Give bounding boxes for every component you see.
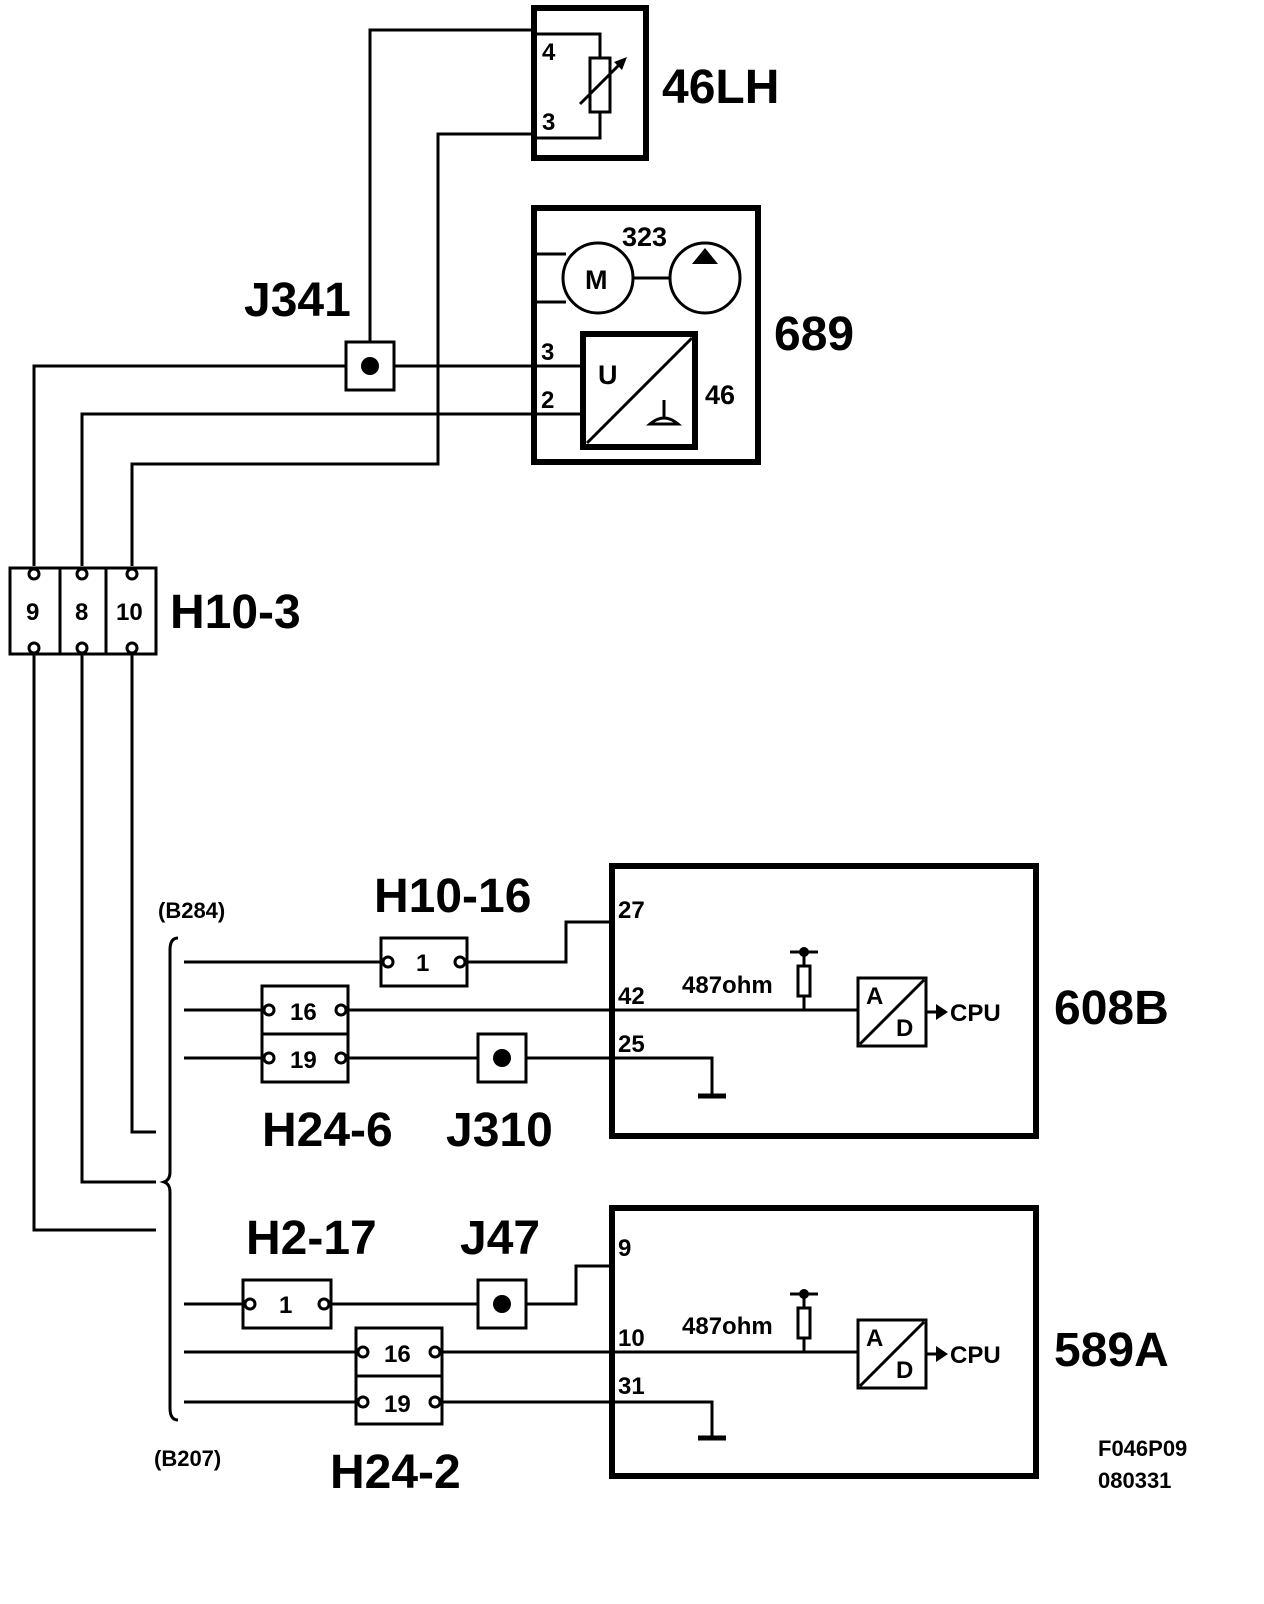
- connector-h24-6: 16 19 H24-6: [184, 984, 612, 1157]
- pump-unit-689: M 323 U 3 2 46 689: [531, 205, 854, 465]
- connector-h24-2: 16 19 H24-2: [184, 1326, 612, 1499]
- pump-unit-pin-3: 3: [541, 339, 554, 366]
- pump-unit-sub-label: 323: [622, 222, 667, 252]
- junction-j310: J310: [446, 1032, 612, 1157]
- connector-h24-2-label: H24-2: [330, 1446, 461, 1499]
- float-icon: [645, 416, 683, 426]
- converter-label: U: [598, 360, 618, 390]
- ecu-608b-pin-25: 25: [618, 1031, 645, 1058]
- ecu-608b-adc-a: A: [866, 983, 883, 1010]
- junction-j341-label: J341: [244, 274, 351, 327]
- connector-h2-17-pin: 1: [279, 1292, 292, 1319]
- harness-bottom-label: (B207): [154, 1446, 221, 1471]
- connector-h24-2-pin-19: 19: [384, 1391, 411, 1418]
- junction-j341: J341: [244, 274, 396, 392]
- level-converter: [580, 331, 698, 450]
- ecu-589a-label: 589A: [1054, 1324, 1169, 1377]
- connector-h10-3-label: H10-3: [170, 586, 301, 639]
- ecu-608b-cpu-label: CPU: [950, 1000, 1001, 1027]
- ecu-589a-adc-a: A: [866, 1325, 883, 1352]
- junction-j310-label: J310: [446, 1104, 553, 1157]
- pump-unit-label: 689: [774, 308, 854, 361]
- pump-icon: [668, 241, 742, 315]
- connector-h24-6-pin-19: 19: [290, 1047, 317, 1074]
- motor-label: M: [585, 265, 608, 295]
- connector-h10-3-pin-10: 10: [116, 599, 143, 626]
- ecu-608b-resistor-label: 487ohm: [682, 972, 773, 999]
- connector-h24-2-pin-16: 16: [384, 1341, 411, 1368]
- ecu-589a-pin-31: 31: [618, 1373, 645, 1400]
- ecu-589a: 9 10 31 487ohm A D CPU 589A: [609, 1205, 1169, 1479]
- ecu-589a-pin-10: 10: [618, 1325, 645, 1352]
- ecu-608b-adc-d: D: [896, 1015, 913, 1042]
- harness-bracket: (B284) (B207): [154, 898, 225, 1471]
- connector-h2-17: 1 H2-17: [184, 1212, 478, 1330]
- connector-h2-17-label: H2-17: [246, 1212, 377, 1265]
- ecu-608b-pin-27: 27: [618, 897, 645, 924]
- resistor-icon: [796, 1306, 812, 1340]
- harness-feed-wires: [32, 654, 156, 1232]
- ecu-589a-cpu-label: CPU: [950, 1342, 1001, 1369]
- ecu-608b-label: 608B: [1054, 982, 1169, 1035]
- connector-h10-16-label: H10-16: [374, 870, 531, 923]
- connector-h24-6-pin-16: 16: [290, 999, 317, 1026]
- pump-unit-pin-2: 2: [541, 387, 554, 414]
- ecu-589a-resistor-label: 487ohm: [682, 1313, 773, 1340]
- resistor-icon: [796, 964, 812, 998]
- connector-h10-16-pin: 1: [416, 950, 429, 977]
- sensor-46lh: 4 3 46LH: [531, 5, 779, 161]
- harness-top-label: (B284): [158, 898, 225, 923]
- reference-block: F046P09 080331: [1098, 1436, 1187, 1493]
- ecu-608b: 27 42 25 487ohm A D CPU 608B: [609, 863, 1169, 1139]
- sensor-46-label: 46: [705, 380, 735, 410]
- connector-h10-3: 9 8 10 H10-3: [8, 566, 301, 656]
- connector-h24-6-label: H24-6: [262, 1104, 393, 1157]
- connector-h10-3-pin-9: 9: [26, 599, 39, 626]
- sensor-46lh-pin-3: 3: [542, 109, 555, 136]
- junction-j47: J47: [460, 1212, 612, 1330]
- reference-code: F046P09: [1098, 1436, 1187, 1461]
- ecu-589a-pin-9: 9: [618, 1235, 631, 1262]
- ecu-608b-pin-42: 42: [618, 983, 645, 1010]
- ecu-589a-adc-d: D: [896, 1357, 913, 1384]
- top-wiring: [32, 28, 534, 566]
- junction-j47-label: J47: [460, 1212, 540, 1265]
- sensor-46lh-pin-4: 4: [542, 39, 556, 66]
- reference-date: 080331: [1098, 1468, 1171, 1493]
- sensor-46lh-label: 46LH: [662, 61, 779, 114]
- connector-h10-3-pin-8: 8: [75, 599, 88, 626]
- connector-h10-16: 1 H10-16: [184, 870, 612, 988]
